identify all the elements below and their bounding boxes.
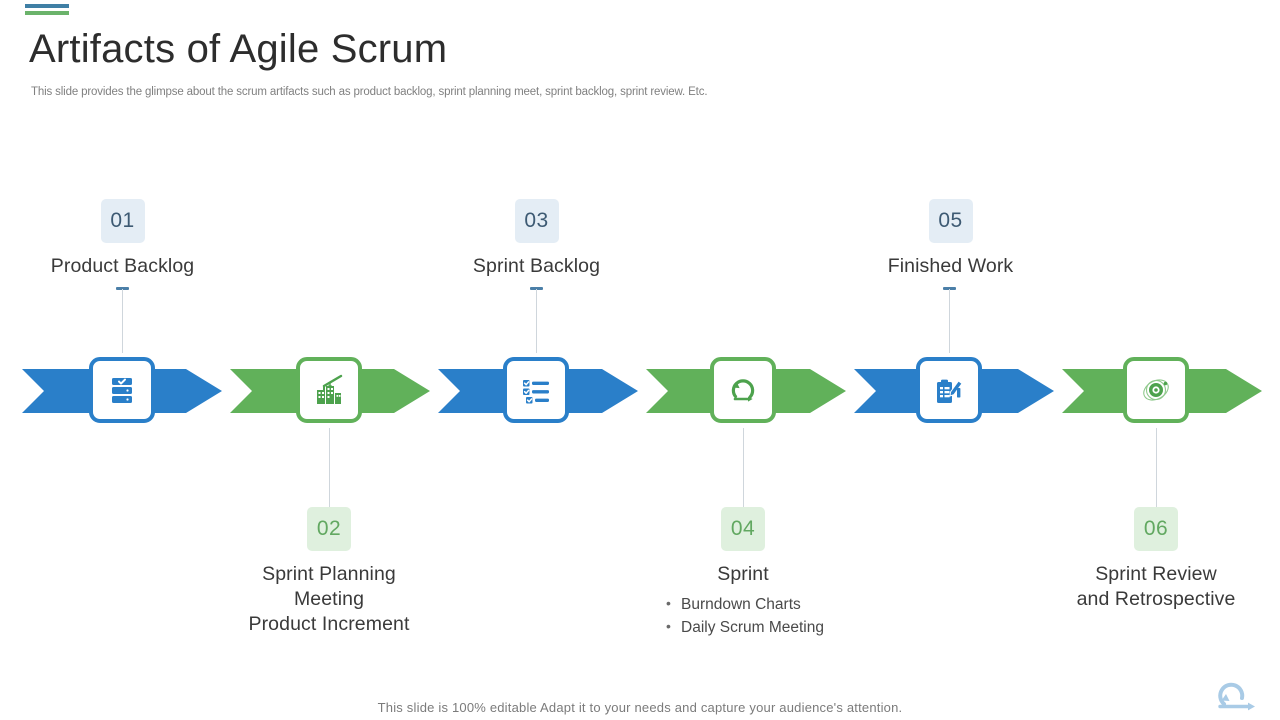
process-arrow-band <box>0 352 1280 430</box>
step-03: 03 Sprint Backlog <box>207 199 866 279</box>
page-title: Artifacts of Agile Scrum <box>29 27 448 71</box>
agile-loop-logo <box>1208 672 1266 714</box>
server-checklist-icon <box>105 373 139 407</box>
page-subtitle: This slide provides the glimpse about th… <box>31 86 708 98</box>
step-04: 04 Sprint Burndown Charts Daily Scrum Me… <box>593 507 893 639</box>
step-badge-04: 04 <box>721 507 765 551</box>
stem-line-6 <box>1156 428 1157 510</box>
icon-tile-5[interactable] <box>916 357 982 423</box>
step-06: 06 Sprint Review and Retrospective <box>1006 507 1280 612</box>
icon-tile-1[interactable] <box>89 357 155 423</box>
accent-bar-blue <box>25 4 69 8</box>
stem-line-1 <box>122 289 123 353</box>
stem-line-3 <box>536 289 537 353</box>
icon-tile-2[interactable] <box>296 357 362 423</box>
step-badge-06: 06 <box>1134 507 1178 551</box>
step-label-04: Sprint <box>717 563 769 585</box>
list-item: Burndown Charts <box>662 592 824 616</box>
step-bullets-04: Burndown Charts Daily Scrum Meeting <box>662 592 824 639</box>
construction-crane-icon <box>311 372 347 408</box>
step-label-01: Product Backlog <box>50 255 195 277</box>
stem-line-4 <box>743 428 744 510</box>
step-01: 01 Product Backlog <box>0 199 245 279</box>
stem-line-2 <box>329 428 330 510</box>
step-label-02: Sprint Planning Meeting Product Incremen… <box>248 563 410 635</box>
step-05: 05 Finished Work <box>621 199 1280 279</box>
accent-bar-green <box>25 11 69 15</box>
step-badge-02: 02 <box>307 507 351 551</box>
icon-tile-3[interactable] <box>503 357 569 423</box>
step-label-03: Sprint Backlog <box>472 255 601 277</box>
step-badge-05: 05 <box>928 199 973 243</box>
target-orbit-icon <box>1137 371 1175 409</box>
footer-note: This slide is 100% editable Adapt it to … <box>377 700 903 715</box>
stem-cap-5 <box>943 287 956 290</box>
step-label-05: Finished Work <box>887 255 1014 277</box>
checklist-icon <box>519 373 553 407</box>
step-badge-03: 03 <box>514 199 559 243</box>
step-badge-01: 01 <box>100 199 145 243</box>
clipboard-pen-icon <box>931 372 967 408</box>
icon-tile-4[interactable] <box>710 357 776 423</box>
stem-cap-3 <box>530 287 543 290</box>
stem-cap-1 <box>116 287 129 290</box>
step-02: 02 Sprint Planning Meeting Product Incre… <box>179 507 479 637</box>
list-item: Daily Scrum Meeting <box>662 615 824 639</box>
accent-bars <box>25 4 69 15</box>
circular-arrow-icon <box>725 372 761 408</box>
step-label-06: Sprint Review and Retrospective <box>1076 563 1236 610</box>
icon-tile-6[interactable] <box>1123 357 1189 423</box>
stem-line-5 <box>949 289 950 353</box>
